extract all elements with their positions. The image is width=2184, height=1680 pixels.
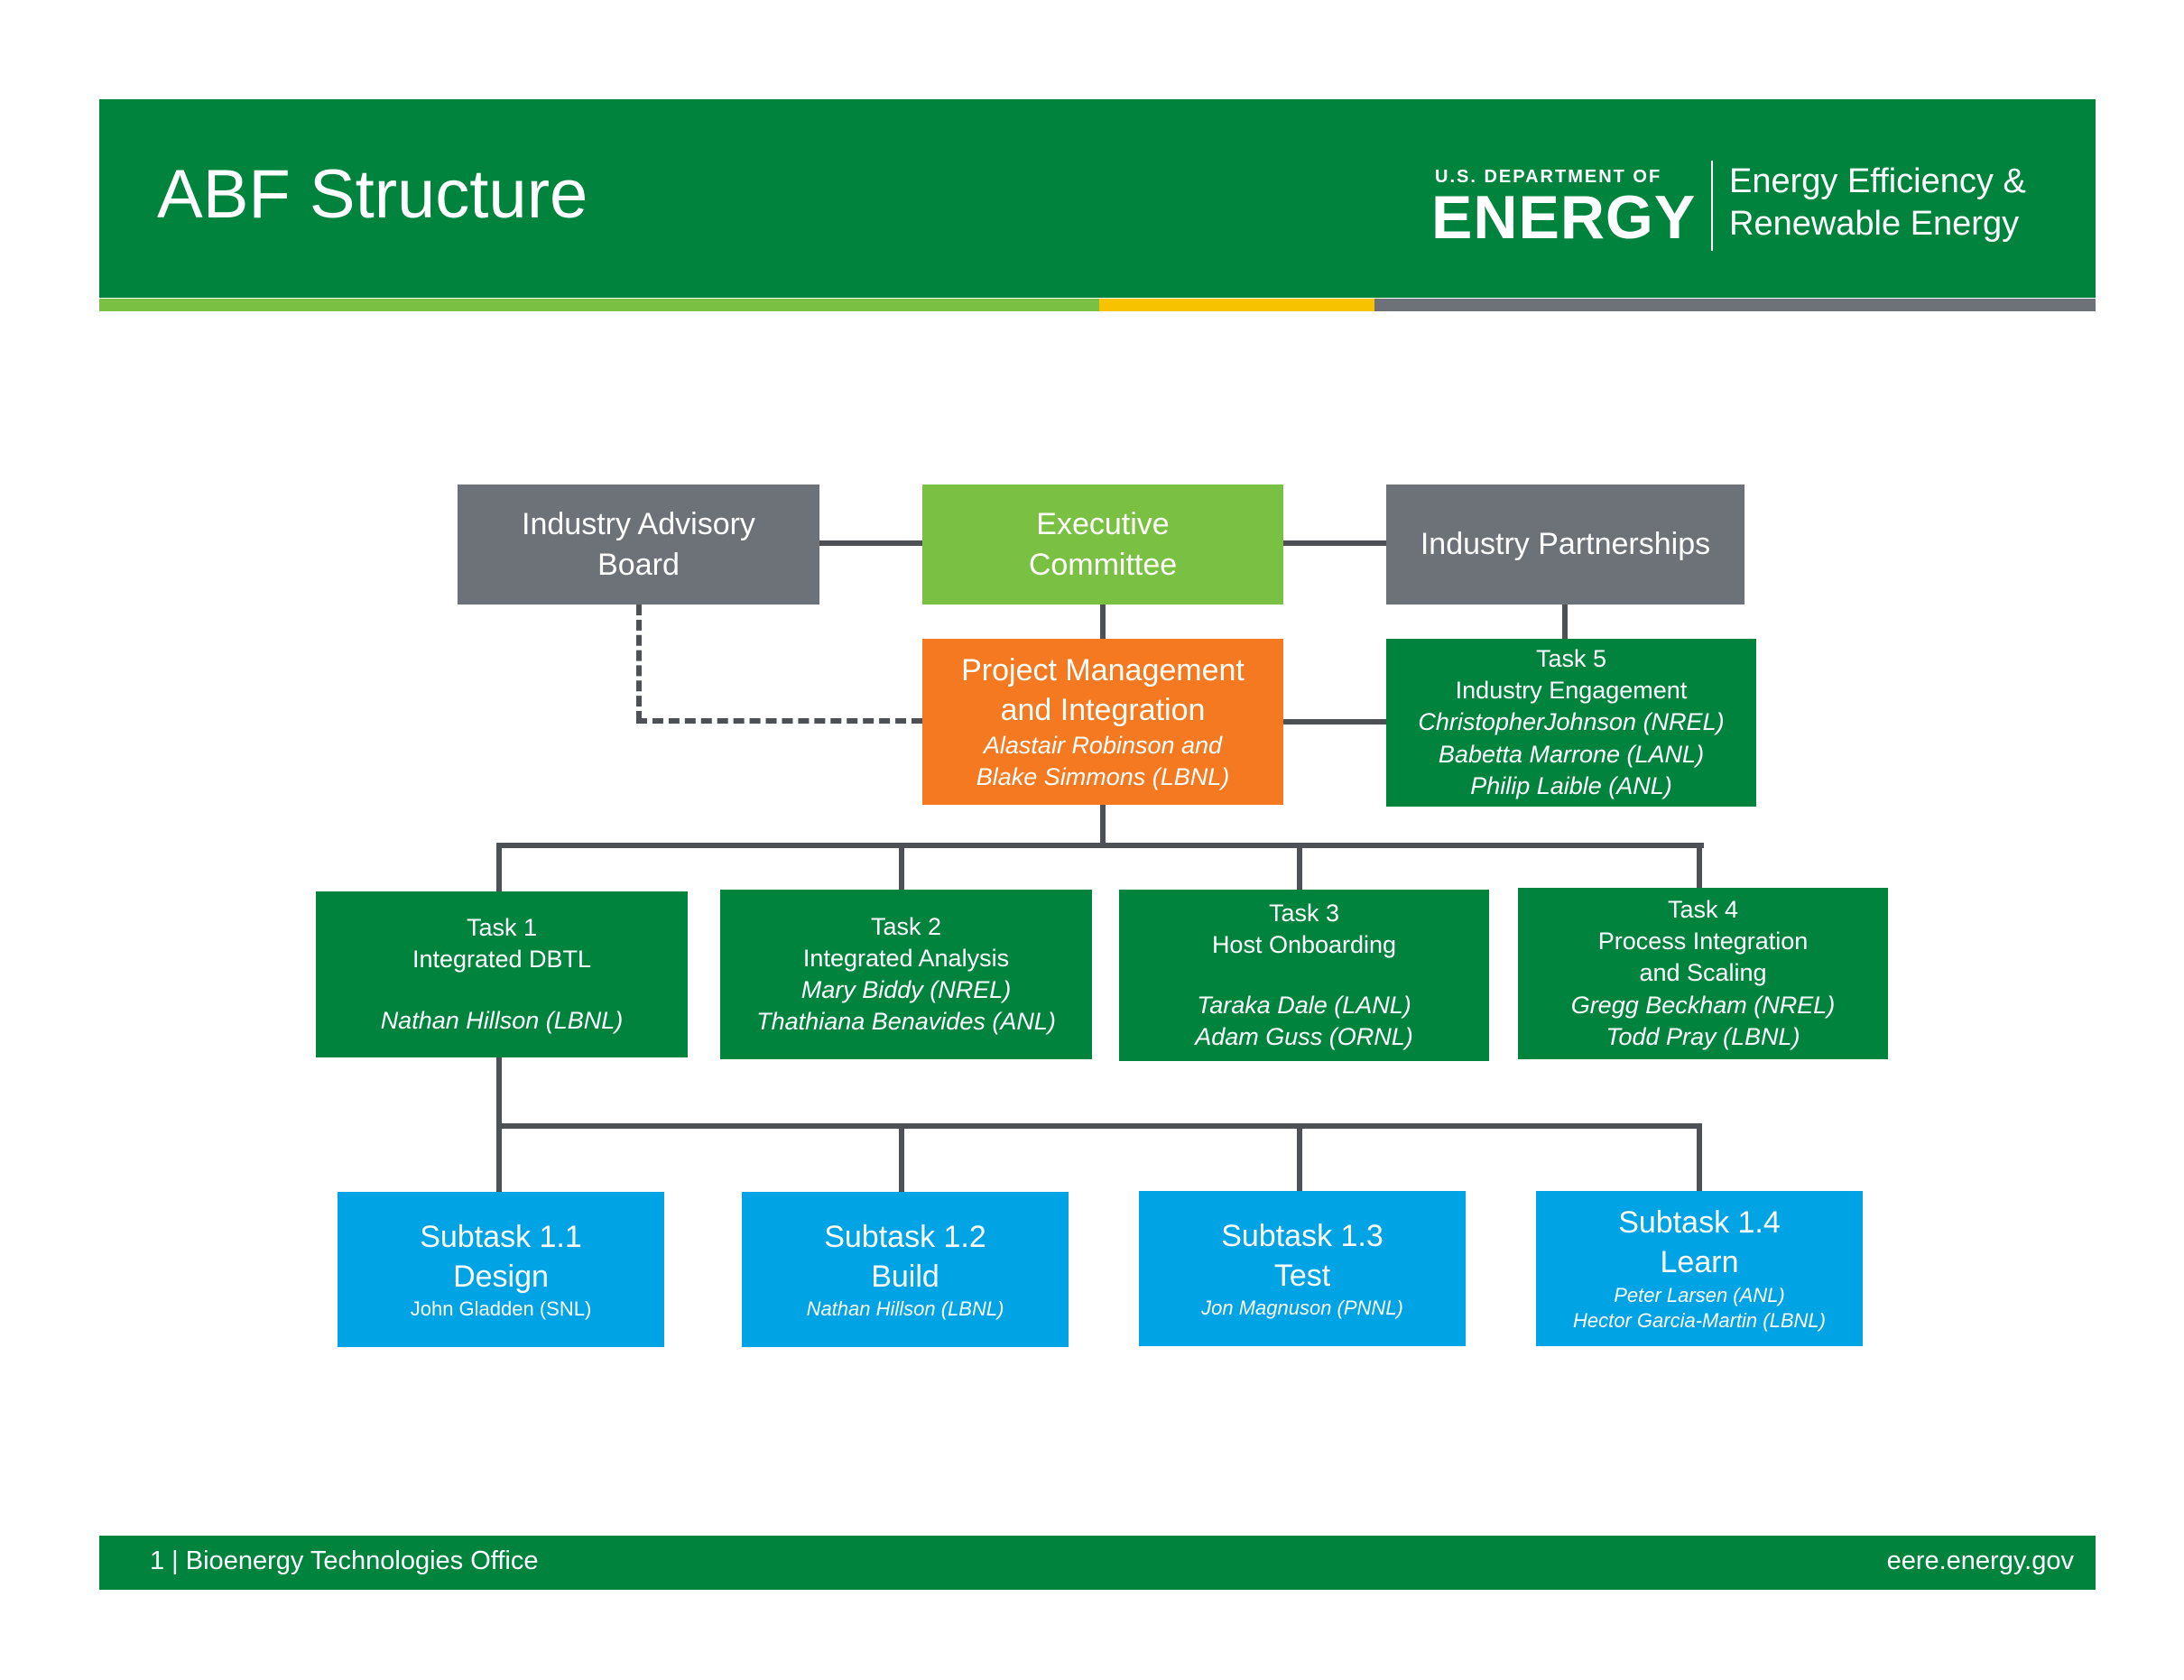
task3-person: Adam Guss (ORNL) [1195,1023,1413,1051]
connector-task-bus [496,843,1704,848]
connector-exec-partnerships [1283,540,1386,546]
subtask-1-1-number: Subtask 1.1 [420,1219,582,1254]
task1-number: Task 1 [466,914,538,942]
logo-divider [1711,161,1713,251]
connector-advisory-exec [819,540,922,546]
connector-task1-subbus [496,1057,502,1129]
task4-name-line2: and Scaling [1639,959,1767,987]
industry-advisory-board-label: Industry Advisory Board [522,507,755,582]
task4-box: Task 4 Process Integration and Scaling G… [1518,888,1888,1059]
connector-bus-task1 [496,843,502,891]
task4-name-line1: Process Integration [1597,928,1809,955]
connector-subbus-sub13 [1297,1123,1302,1191]
task5-box: Task 5 Industry Engagement ChristopherJo… [1386,639,1756,807]
task2-name: Integrated Analysis [802,944,1010,972]
task5-name: Industry Engagement [1455,677,1688,705]
task1-name: Integrated DBTL [412,946,592,974]
doe-logo-small-text: U.S. DEPARTMENT OF [1435,167,1662,187]
pmi-leads-line1: Alastair Robinson and [983,732,1223,760]
stripe-lime [99,299,1099,311]
header-banner: ABF Structure U.S. DEPARTMENT OF ENERGY … [99,99,2096,298]
connector-subbus-sub14 [1697,1123,1702,1191]
project-management-box: Project Management and Integration Alast… [922,639,1283,805]
task3-person: Taraka Dale (LANL) [1197,992,1411,1019]
subtask-1-2-person: Nathan Hillson (LBNL) [806,1297,1004,1320]
task5-person: Babetta Marrone (LANL) [1438,740,1705,768]
footer-office-label: 1 | Bioenergy Technologies Office [150,1546,539,1575]
page-title: ABF Structure [157,156,588,233]
task1-box: Task 1 Integrated DBTL Nathan Hillson (L… [316,891,688,1057]
subtask-1-3-number: Subtask 1.3 [1221,1218,1384,1253]
eere-text-line2: Renewable Energy [1729,205,2020,243]
dashed-connector-advisory-vertical [636,605,642,722]
task2-person: Thathiana Benavides (ANL) [756,1008,1056,1036]
subtask-1-4-box: Subtask 1.4 Learn Peter Larsen (ANL) Hec… [1536,1191,1863,1346]
connector-exec-pmi [1100,605,1106,639]
industry-partnerships-box: Industry Partnerships [1386,485,1744,605]
pmi-leads-line2: Blake Simmons (LBNL) [976,763,1230,791]
task3-box: Task 3 Host Onboarding Taraka Dale (LANL… [1119,890,1489,1061]
task5-person: ChristopherJohnson (NREL) [1418,708,1725,736]
subtask-1-1-person: John Gladden (SNL) [410,1297,592,1320]
task1-person: Nathan Hillson (LBNL) [380,1006,624,1034]
task4-person: Gregg Beckham (NREL) [1570,991,1836,1019]
connector-pmi-bus [1100,805,1106,846]
footer-bar: 1 | Bioenergy Technologies Office eere.e… [99,1536,2096,1590]
subtask-1-3-box: Subtask 1.3 Test Jon Magnuson (PNNL) [1139,1191,1466,1346]
industry-partnerships-label: Industry Partnerships [1420,527,1711,562]
pmi-title: Project Management and Integration [961,652,1245,727]
connector-bus-task3 [1297,843,1302,890]
task3-number: Task 3 [1268,899,1340,927]
industry-advisory-board-box: Industry Advisory Board [458,485,819,605]
executive-committee-label: Executive Committee [1028,507,1178,582]
subtask-1-3-person: Jon Magnuson (PNNL) [1201,1296,1403,1319]
task5-person: Philip Laible (ANL) [1470,771,1672,799]
task3-name: Host Onboarding [1211,930,1397,958]
task2-person: Mary Biddy (NREL) [800,976,1012,1003]
subtask-1-1-name: Design [453,1259,549,1294]
subtask-1-4-number: Subtask 1.4 [1618,1205,1781,1241]
dashed-connector-advisory-horizontal [636,718,922,724]
executive-committee-box: Executive Committee [922,485,1283,605]
task4-number: Task 4 [1667,896,1739,924]
eere-text-line1: Energy Efficiency & [1729,162,2026,200]
connector-subbus-sub11 [496,1123,502,1192]
subtask-1-4-name: Learn [1660,1245,1739,1280]
task4-person: Todd Pray (LBNL) [1606,1022,1800,1050]
connector-pmi-task5 [1283,719,1386,725]
subtask-1-2-name: Build [871,1259,939,1294]
task5-number: Task 5 [1535,645,1607,673]
connector-partnerships-task5 [1562,605,1568,639]
subtask-1-4-person: Hector Garcia-Martin (LBNL) [1573,1309,1826,1333]
connector-subbus-sub12 [899,1123,904,1192]
stripe-gray [1374,299,2096,311]
connector-bus-task4 [1697,843,1702,888]
subtask-1-3-name: Test [1273,1258,1331,1293]
subtask-1-2-box: Subtask 1.2 Build Nathan Hillson (LBNL) [742,1192,1069,1347]
subtask-1-1-box: Subtask 1.1 Design John Gladden (SNL) [338,1192,664,1347]
task2-box: Task 2 Integrated Analysis Mary Biddy (N… [720,890,1092,1059]
subtask-1-2-number: Subtask 1.2 [824,1219,986,1254]
task2-number: Task 2 [870,912,942,940]
footer-website-link[interactable]: eere.energy.gov [1886,1546,2074,1575]
doe-logo-energy-text: ENERGY [1431,183,1697,252]
stripe-yellow [1099,299,1374,311]
connector-subtask-bus [496,1123,1702,1129]
subtask-1-4-person: Peter Larsen (ANL) [1614,1283,1785,1306]
connector-bus-task2 [899,843,904,890]
